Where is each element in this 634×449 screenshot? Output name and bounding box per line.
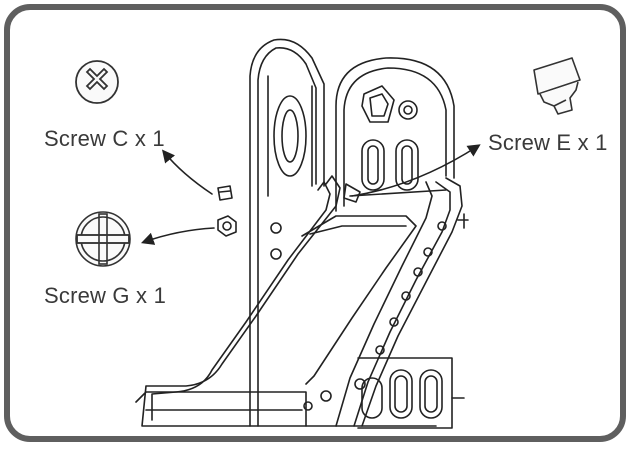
slide-assembly-drawing <box>75 38 581 429</box>
slide-rail <box>303 177 469 427</box>
arrow-screw-c <box>161 149 213 195</box>
instruction-panel: Screw C x 1 Screw G x 1 Screw E x 1 <box>4 4 626 442</box>
climbing-panel <box>335 57 455 212</box>
back-wall <box>249 38 325 427</box>
screw-e-icon <box>533 57 581 115</box>
screw-g-part <box>217 215 237 237</box>
arrow-screw-g <box>140 227 215 245</box>
arrow-screw-e <box>351 144 481 197</box>
screw-e-part <box>343 183 361 203</box>
slide-chute <box>135 175 437 427</box>
screw-c-icon <box>75 60 119 104</box>
base-block <box>357 357 465 429</box>
screw-c-label: Screw C x 1 <box>44 126 165 151</box>
screw-c-part <box>217 185 233 201</box>
screw-g-label: Screw G x 1 <box>44 283 167 308</box>
screw-e-label: Screw E x 1 <box>488 130 608 155</box>
screw-g-icon <box>75 211 131 267</box>
